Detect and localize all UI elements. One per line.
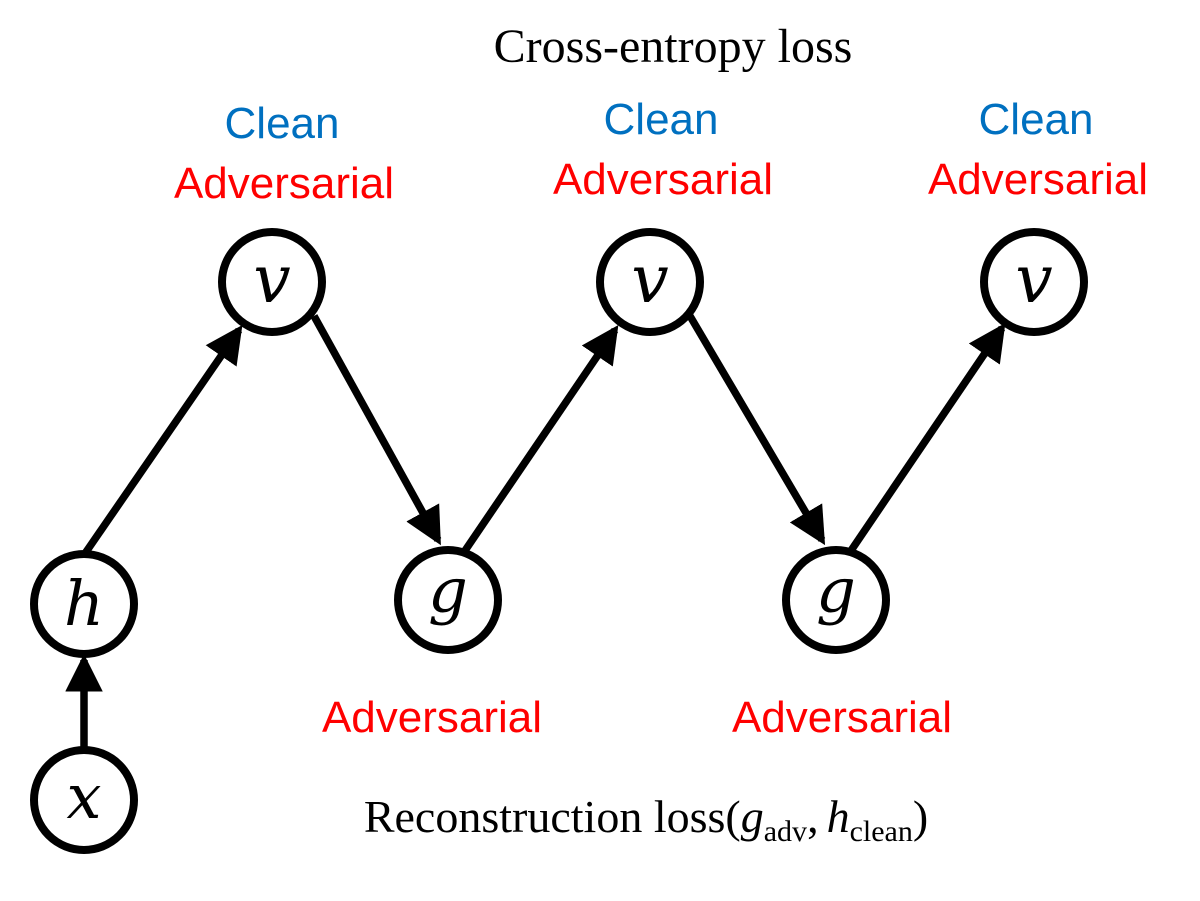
v3-adversarial-label: Adversarial xyxy=(928,155,1148,204)
v1-adversarial-label: Adversarial xyxy=(174,159,394,208)
node-h: h xyxy=(30,550,138,658)
node-h-symbol: h xyxy=(64,567,104,640)
reconstruction-g-subscript: adv xyxy=(764,815,807,848)
edge-v1-to-g1 xyxy=(310,314,442,546)
g2-adversarial-label: Adversarial xyxy=(732,693,952,742)
edge-g1-to-v2 xyxy=(456,325,619,561)
node-v3-symbol: v xyxy=(1015,241,1052,318)
v3-clean-label: Clean xyxy=(979,95,1094,144)
v2-clean-label: Clean xyxy=(604,95,719,144)
node-v3: v xyxy=(980,228,1088,336)
node-v2: v xyxy=(596,228,704,336)
v1-clean-label: Clean xyxy=(225,99,340,148)
node-g2: g xyxy=(782,546,890,654)
node-g2-symbol: g xyxy=(816,554,856,627)
reconstruction-h: h xyxy=(827,791,850,842)
edge-g2-to-v3 xyxy=(842,323,1006,561)
reconstruction-comma: , xyxy=(807,791,819,842)
reconstruction-g: g xyxy=(741,791,764,842)
node-g1-symbol: g xyxy=(428,554,468,627)
node-v2-symbol: v xyxy=(631,241,668,318)
node-x: x xyxy=(30,746,138,854)
node-x-symbol: x xyxy=(67,760,102,833)
node-v1: v xyxy=(218,228,326,336)
v2-adversarial-label: Adversarial xyxy=(553,155,773,204)
g1-adversarial-label: Adversarial xyxy=(322,693,542,742)
node-g1: g xyxy=(394,546,502,654)
cross-entropy-title: Cross-entropy loss xyxy=(494,20,853,73)
reconstruction-suffix: ) xyxy=(913,791,928,842)
node-v1-symbol: v xyxy=(253,241,290,318)
reconstruction-prefix: Reconstruction loss( xyxy=(364,791,741,842)
edge-h-to-v1 xyxy=(82,325,243,555)
reconstruction-h-subscript: clean xyxy=(850,815,913,848)
reconstruction-loss-formula: Reconstruction loss(gadv,hclean) xyxy=(364,791,928,848)
edge-v2-to-g2 xyxy=(686,314,826,546)
